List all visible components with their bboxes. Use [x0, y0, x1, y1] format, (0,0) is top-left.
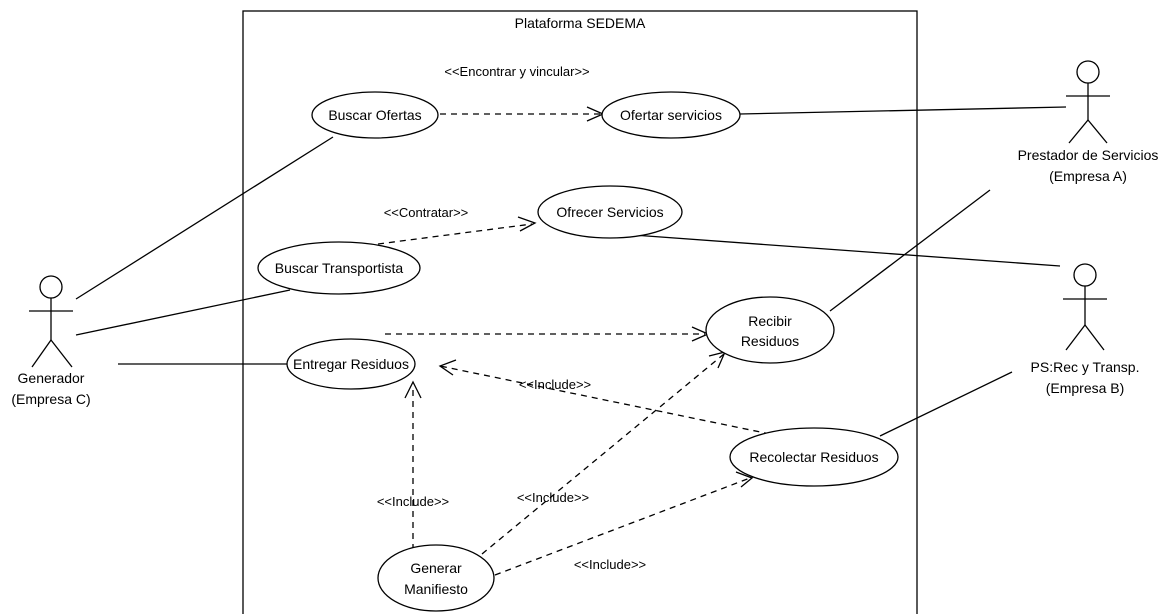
arrowhead-include-recolectar-entregar [438, 359, 457, 376]
label-include-recolectar-entregar: <<Include>> [519, 377, 591, 392]
actor-generador [29, 275, 73, 368]
usecase-recolectar-residuos[interactable]: Recolectar Residuos [729, 427, 899, 487]
dep-include-manifiesto-recibir [481, 353, 725, 555]
dep-contratar [377, 223, 533, 245]
assoc-generador-buscar-ofertas [75, 136, 334, 300]
usecase-ofrecer-servicios[interactable]: Ofrecer Servicios [537, 185, 683, 239]
actor-generador-name: Generador [18, 370, 85, 386]
dep-include-recolectar-entregar [439, 365, 771, 435]
assoc-recibir-prestador [829, 189, 991, 312]
arrowhead-contratar [517, 216, 537, 232]
arrowhead-include-manifiesto-entregar [404, 380, 422, 399]
actor-ps-rec [1063, 263, 1107, 351]
actor-ps-rec-name: PS:Rec y Transp. [1031, 359, 1140, 375]
usecase-recibir-residuos[interactable]: Recibir Residuos [705, 296, 835, 364]
label-contratar: <<Contratar>> [384, 205, 469, 220]
label-include-manifiesto-recolectar: <<Include>> [574, 557, 646, 572]
usecase-buscar-transportista-label: Buscar Transportista [275, 260, 404, 276]
actor-ps-rec-company: (Empresa B) [1046, 380, 1125, 396]
usecase-entregar-residuos-label: Entregar Residuos [293, 356, 409, 372]
actor-generador-company: (Empresa C) [11, 391, 90, 407]
usecase-ofrecer-servicios-label: Ofrecer Servicios [556, 204, 663, 220]
system-title: Plataforma SEDEMA [515, 15, 646, 31]
usecase-generar-manifiesto-line2: Manifiesto [404, 581, 468, 597]
usecase-buscar-ofertas[interactable]: Buscar Ofertas [311, 91, 439, 139]
assoc-generador-buscar-transportista [75, 289, 291, 336]
actor-prestador-company: (Empresa A) [1049, 168, 1127, 184]
usecase-ofertar-servicios-label: Ofertar servicios [620, 107, 722, 123]
actor-prestador-name: Prestador de Servicios [1018, 147, 1159, 163]
assoc-ofertar-prestador [739, 106, 1067, 115]
dep-include-manifiesto-recolectar [494, 477, 751, 576]
usecase-recolectar-residuos-label: Recolectar Residuos [749, 449, 878, 465]
usecase-recibir-residuos-line1: Recibir [748, 313, 792, 329]
label-include-manifiesto-recibir: <<Include>> [517, 490, 589, 505]
actor-prestador [1066, 60, 1110, 144]
label-include-manifiesto-entregar: <<Include>> [377, 494, 449, 509]
usecase-generar-manifiesto-line1: Generar [410, 560, 462, 576]
usecase-buscar-ofertas-label: Buscar Ofertas [328, 107, 421, 123]
usecase-recibir-residuos-line2: Residuos [741, 333, 799, 349]
assoc-recolectar-ps-rec [879, 371, 1013, 437]
arrowhead-include-manifiesto-recolectar [735, 471, 754, 488]
assoc-ofrecer-ps-rec [632, 234, 1061, 267]
usecase-generar-manifiesto[interactable]: Generar Manifiesto [377, 544, 495, 612]
usecase-ofertar-servicios[interactable]: Ofertar servicios [601, 91, 741, 139]
usecase-buscar-transportista[interactable]: Buscar Transportista [257, 241, 421, 295]
label-encontrar-vincular: <<Encontrar y vincular>> [444, 64, 589, 79]
system-boundary [242, 10, 918, 614]
usecase-entregar-residuos[interactable]: Entregar Residuos [286, 338, 416, 390]
